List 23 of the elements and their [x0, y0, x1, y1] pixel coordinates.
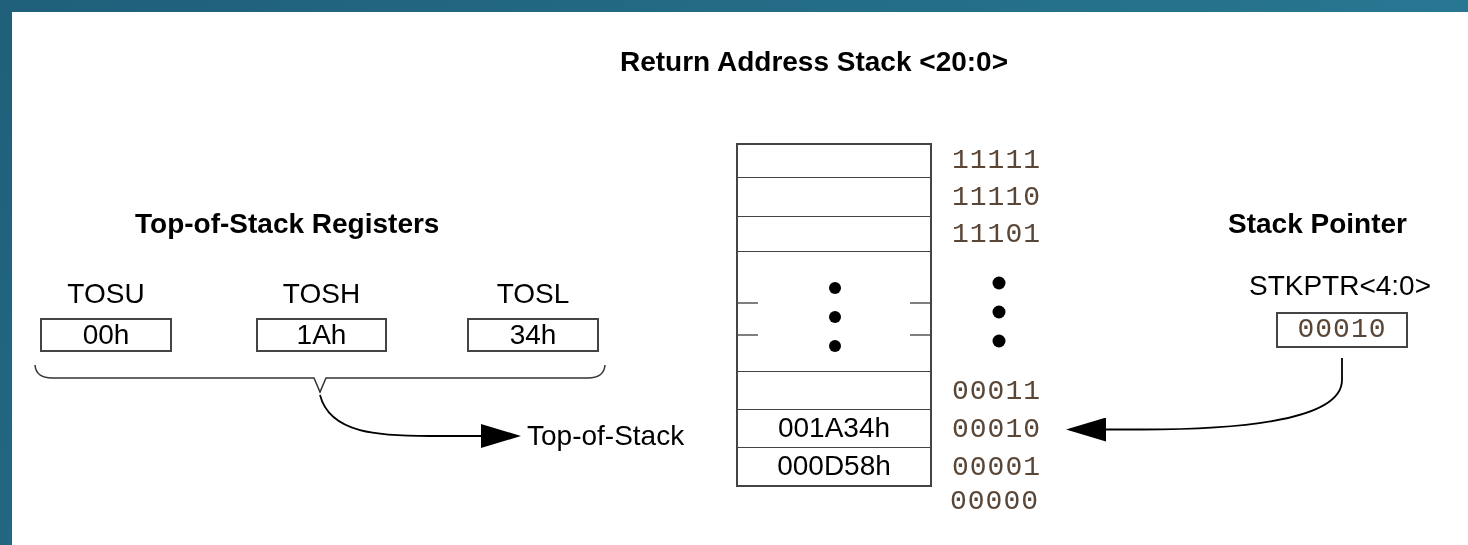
register-value-box: 00010 — [1276, 312, 1408, 348]
register-value-box: 00h — [40, 318, 172, 352]
address-label: 11110 — [952, 184, 1041, 212]
address-label: 00000 — [950, 488, 1039, 516]
address-label: 11101 — [952, 221, 1041, 249]
address-label: 11111 — [952, 147, 1041, 175]
diagram-title: Return Address Stack <20:0> — [620, 48, 1009, 76]
register-name: TOSL — [495, 280, 571, 308]
register-name: TOSH — [281, 280, 362, 308]
arrow — [319, 394, 520, 448]
stack-cell: 000D58h — [736, 448, 932, 487]
register-name: STKPTR<4:0> — [1247, 272, 1433, 300]
arrow — [1067, 357, 1343, 442]
register-value-box: 34h — [467, 318, 599, 352]
pointer-label: Top-of-Stack — [527, 422, 685, 450]
address-label: 00010 — [952, 416, 1041, 444]
section-heading: Top-of-Stack Registers — [135, 210, 440, 238]
stack-cell: 001A34h — [736, 410, 932, 449]
register-name: TOSU — [66, 280, 146, 308]
address-label: 00001 — [952, 454, 1041, 482]
section-heading: Stack Pointer — [1228, 210, 1407, 238]
address-label: 00011 — [952, 378, 1041, 406]
register-value-box: 1Ah — [256, 318, 387, 352]
